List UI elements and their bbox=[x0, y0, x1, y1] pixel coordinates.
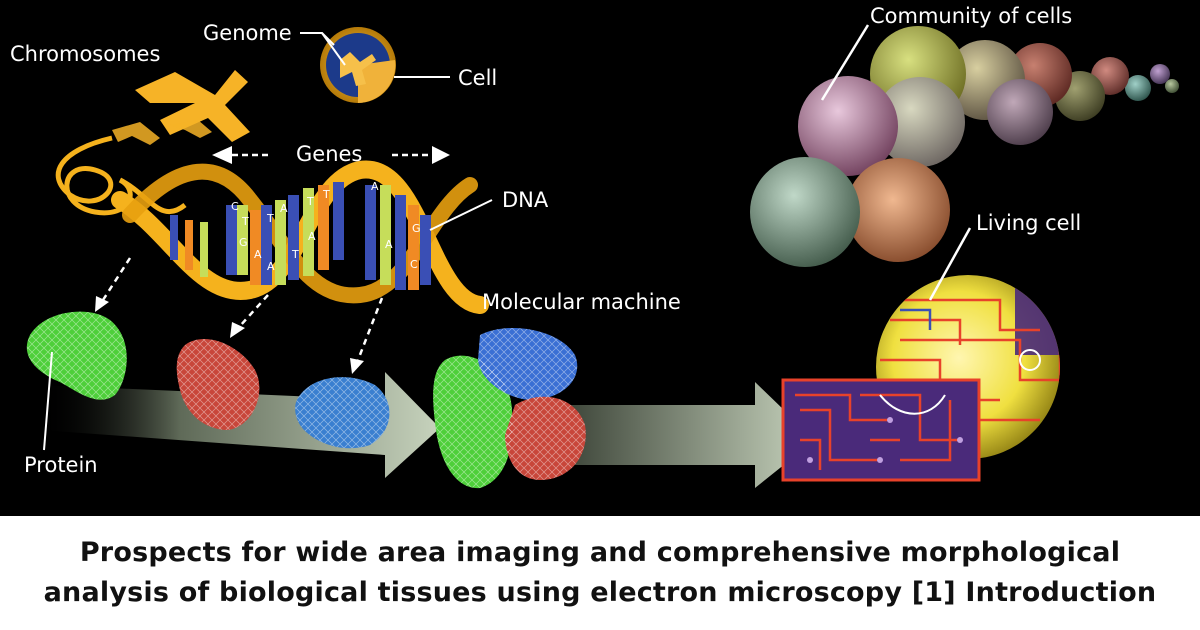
circuit-board bbox=[781, 378, 981, 482]
label-living-cell: Living cell bbox=[976, 211, 1082, 235]
dna-base-top-0: C bbox=[231, 200, 239, 213]
caption-line-2: analysis of biological tissues using ele… bbox=[43, 577, 1157, 608]
label-genes: Genes bbox=[296, 142, 363, 166]
label-dna: DNA bbox=[502, 188, 549, 212]
dna-base-top-2: T bbox=[266, 212, 274, 225]
expression-arrowheads bbox=[95, 296, 364, 374]
expression-arrows bbox=[101, 257, 384, 361]
protein-red-blob bbox=[176, 339, 260, 430]
caption: Prospects for wide area imaging and comp… bbox=[0, 516, 1200, 630]
label-chromosomes: Chromosomes bbox=[10, 42, 161, 66]
flow-arrow-right bbox=[560, 382, 815, 488]
dna-base-bottom-5: A bbox=[385, 238, 393, 251]
dna-base-top-5: T bbox=[322, 188, 330, 201]
cell-genome-icon bbox=[320, 27, 396, 103]
label-molecular-machine: Molecular machine bbox=[482, 290, 681, 314]
protein-blue-blob bbox=[295, 377, 390, 449]
chromosome-icon bbox=[112, 70, 250, 145]
dna-base-top-4: T bbox=[306, 195, 314, 208]
living-cell-pointer bbox=[928, 227, 972, 301]
dna-base-top-3: A bbox=[280, 202, 288, 215]
protein-pointer bbox=[43, 351, 53, 451]
label-genome: Genome bbox=[203, 21, 292, 45]
chromatin-coil bbox=[55, 135, 187, 216]
dna-base-bottom-3: T bbox=[291, 248, 299, 261]
protein-green-blob bbox=[26, 311, 127, 400]
dna-helix bbox=[111, 160, 489, 314]
caption-line-1: Prospects for wide area imaging and comp… bbox=[79, 537, 1121, 568]
dna-base-bottom-0: G bbox=[239, 236, 248, 249]
dna-base-bottom-6: C bbox=[410, 258, 418, 271]
cell-community bbox=[750, 26, 1179, 267]
dna-base-top-6: A bbox=[371, 180, 379, 193]
dna-pointer bbox=[429, 199, 493, 231]
genome-pointer bbox=[300, 32, 450, 78]
dna-base-top-7: G bbox=[412, 222, 421, 235]
dna-base-bottom-2: A bbox=[267, 260, 275, 273]
label-cell: Cell bbox=[458, 66, 498, 90]
dna-base-bottom-4: A bbox=[308, 230, 316, 243]
dna-base-top-1: T bbox=[241, 215, 249, 228]
molecular-machine-complex bbox=[433, 327, 586, 489]
dna-base-bottom-1: A bbox=[254, 248, 262, 261]
label-community-of-cells: Community of cells bbox=[870, 4, 1073, 28]
label-protein: Protein bbox=[24, 453, 98, 477]
genes-range-arrow bbox=[212, 146, 450, 164]
community-pointer bbox=[820, 24, 870, 101]
